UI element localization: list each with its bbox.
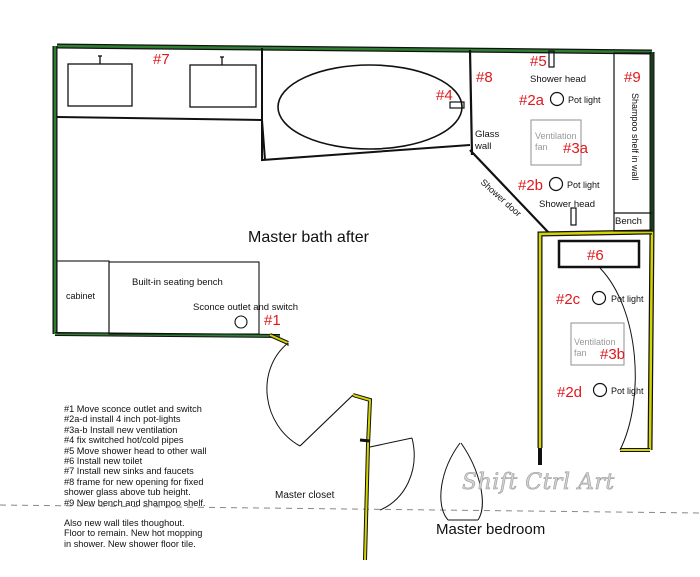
bench-label: Built-in seating bench — [132, 277, 223, 288]
marker-5: #5 — [530, 53, 547, 70]
shower-partition — [468, 49, 474, 156]
note-item: shower glass above tub height. — [64, 487, 191, 498]
tub — [261, 48, 471, 162]
marker-4: #4 — [436, 87, 453, 104]
marker-2b: #2b — [518, 177, 543, 194]
footer-notes: Also new wall tiles thoughout. Floor to … — [64, 518, 314, 549]
marker-2a: #2a — [519, 92, 545, 109]
marker-3b: #3b — [600, 346, 625, 363]
note-item: #5 Move shower head to other wall — [64, 445, 207, 456]
note-item: #7 Install new sinks and faucets — [64, 466, 194, 477]
shampoo-shelf — [613, 52, 653, 232]
sconce-label: Sconce outlet and switch — [193, 302, 298, 313]
bedroom-door-right — [460, 442, 483, 521]
glass-wall-label-1: Glass — [475, 129, 500, 140]
marker-1: #1 — [264, 312, 281, 329]
note-item: #4 fix switched hot/cold pipes — [64, 435, 184, 446]
shower-head-top — [548, 50, 555, 68]
pot-light-2c — [591, 290, 607, 306]
closet-door — [369, 437, 415, 511]
shower-head-bottom-label: Shower head — [539, 199, 595, 210]
footer-note: Floor to remain. New hot mopping — [64, 528, 203, 539]
toilet-door-swing — [599, 267, 636, 451]
pot-light-2d — [592, 382, 608, 398]
pot-light-2c-label: Pot light — [611, 294, 644, 304]
bench — [56, 260, 260, 335]
toilet — [557, 239, 641, 269]
shower-door-line — [469, 149, 549, 233]
marker-2c: #2c — [556, 291, 581, 308]
dashed-line — [0, 504, 700, 514]
glass-wall-label-2: wall — [474, 141, 491, 152]
shampoo-shelf-label: Shampoo shelf in wall — [630, 93, 640, 181]
tub-faucet — [449, 101, 465, 109]
marker-7: #7 — [153, 51, 170, 68]
bedroom-label: Master bedroom — [436, 521, 545, 538]
vent-fan-3b — [570, 322, 625, 366]
vanity — [56, 55, 263, 121]
bench-small-label: Bench — [615, 216, 642, 227]
vent-3a-label-2: fan — [535, 142, 548, 152]
pot-light-2d-label: Pot light — [611, 386, 644, 396]
vent-3b-label-2: fan — [574, 348, 587, 358]
marker-9: #9 — [624, 69, 641, 86]
bath-door — [266, 342, 301, 447]
note-item: #9 New bench and shampoo shelf. — [64, 497, 206, 508]
sconce-outlet — [234, 315, 248, 329]
pot-light-2a — [549, 91, 565, 107]
marker-8: #8 — [476, 69, 493, 86]
doors — [266, 342, 483, 521]
toilet-room — [557, 239, 641, 451]
vent-fan-3a — [530, 119, 582, 166]
closet-label: Master closet — [275, 490, 335, 501]
vent-3a-label-1: Ventilation — [535, 131, 577, 141]
shower — [468, 49, 653, 233]
note-item: #6 Install new toilet — [64, 456, 143, 467]
sink-left — [67, 63, 133, 107]
note-item: #3a-b Install new ventilation — [64, 424, 178, 435]
footer-note: Also new wall tiles thoughout. — [64, 518, 185, 529]
watermark-logo: Shift Ctrl Art — [462, 470, 615, 496]
marker-3a: #3a — [563, 140, 589, 157]
note-item: #1 Move sconce outlet and switch — [64, 404, 202, 414]
vent-3b-label-1: Ventilation — [574, 337, 616, 347]
notes-list: #1 Move sconce outlet and switch #2a-d i… — [64, 404, 314, 549]
note-item: #2a-d install 4 inch pot-lights — [64, 414, 181, 425]
shower-head-bottom — [570, 207, 577, 226]
marker-2d: #2d — [557, 384, 582, 401]
pot-light-2b — [548, 176, 564, 192]
room-title: Master bath after — [248, 229, 370, 246]
tub-basin — [277, 64, 463, 150]
note-item: #8 frame for new opening for fixed — [64, 476, 204, 487]
seating-bench — [108, 261, 260, 335]
marker-6: #6 — [587, 247, 604, 264]
bedroom-door-left — [440, 442, 461, 521]
footer-note: in shower. New shower floor tile. — [64, 538, 196, 549]
sink-right — [189, 64, 257, 108]
shower-head-top-label: Shower head — [530, 74, 586, 85]
pot-light-2b-label: Pot light — [567, 180, 600, 190]
cabinet-label: cabinet — [66, 291, 96, 301]
pot-light-2a-label: Pot light — [568, 95, 601, 105]
